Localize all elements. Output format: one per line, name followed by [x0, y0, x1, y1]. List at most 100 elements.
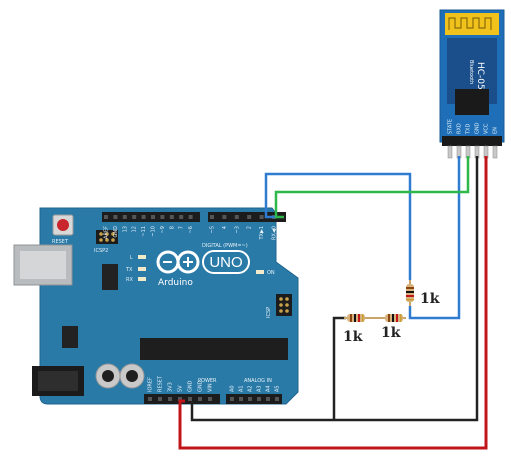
header-pin: [210, 215, 214, 219]
digital-pin-label: TX▶1: [259, 226, 265, 241]
header-pin: [234, 215, 239, 219]
module-pin-label: GND: [475, 122, 481, 134]
header-pin: [169, 215, 174, 219]
header-pin: [158, 397, 162, 401]
header-pin: [198, 397, 202, 401]
digital-pin-label: 13: [122, 226, 128, 232]
header-pin: [222, 215, 227, 219]
capacitors: [95, 363, 145, 389]
header-pin: [141, 215, 146, 219]
bt-chip: [455, 89, 489, 115]
header-pin: [168, 397, 172, 401]
digital-pin-label: ~10: [151, 226, 157, 237]
led-l-label: L: [130, 255, 133, 261]
digital-pin-label: 12: [132, 226, 138, 232]
header-pin: [247, 215, 252, 219]
icsp2-label: ICSP2: [94, 248, 108, 254]
power-pin-label: GND: [198, 380, 204, 392]
digital-pin-label: ~11: [141, 226, 147, 237]
digital-pin-label: AREF: [104, 226, 110, 239]
header-pin: [188, 397, 192, 401]
tx-wire: [264, 172, 412, 280]
divider-gnd-wire: [332, 316, 346, 420]
digital-pin-label: 2: [247, 226, 253, 229]
power-pin-label: GND: [188, 380, 194, 392]
analog-pin-label: A1: [239, 385, 245, 392]
led-tx-label: TX: [125, 267, 133, 273]
icsp2-header: [96, 230, 118, 244]
header-pin: [151, 215, 155, 219]
icsp-label: ICSP: [266, 307, 272, 318]
resistor-left: [344, 314, 368, 322]
power-pin-label: 5V: [178, 385, 184, 392]
module-pin-label: RXD: [457, 123, 463, 134]
reset-button: [52, 214, 74, 236]
analog-pin-label: A0: [230, 385, 236, 392]
digital-label: DIGITAL (PWM=~): [202, 243, 248, 249]
analog-pin-label: A2: [248, 385, 254, 392]
resistor-middle: [382, 314, 406, 322]
header-pin: [148, 397, 152, 401]
header-pin: [248, 397, 252, 401]
resistor-middle-label: 1k: [381, 325, 401, 341]
digital-pin-label: ~9: [160, 226, 166, 233]
usb-chip: [102, 264, 118, 290]
power-header: [144, 394, 220, 404]
digital-pin-label: ~5: [210, 226, 216, 233]
module-subtitle: Bluetooth: [468, 60, 474, 84]
header-pin: [275, 397, 279, 401]
analog-label: ANALOG IN: [244, 378, 272, 384]
arduino-brand-text: Arduino: [158, 278, 193, 288]
analog-pin-label: A5: [275, 385, 281, 392]
header-pin: [239, 397, 243, 401]
reset-label: RESET: [52, 239, 69, 245]
header-pin: [259, 215, 264, 219]
header-pin: [230, 397, 234, 401]
voltage-regulator: [62, 326, 78, 348]
analog-pin-label: A4: [266, 385, 272, 392]
header-pin: [208, 397, 212, 401]
arduino-logo: [156, 250, 250, 274]
module-pin-label: STATE: [448, 119, 454, 134]
header-pin: [104, 215, 108, 219]
wires: [178, 156, 488, 450]
digital-pin-label: 7: [179, 226, 185, 229]
vcc-wire: [178, 156, 488, 450]
module-pin: [447, 145, 453, 159]
digital-pin-label: GND: [113, 226, 119, 238]
analog-header: [226, 394, 282, 404]
digital-pin-label: ~3: [234, 226, 240, 233]
resistor-vertical-label: 1k: [420, 291, 440, 307]
module-pin-label: TXD: [466, 124, 472, 135]
header-pin: [188, 215, 193, 219]
power-pin-label: 3V3: [168, 382, 174, 392]
module-name: HC-05: [475, 62, 485, 90]
icsp-header: [276, 294, 292, 316]
resistor-vertical: [406, 280, 414, 306]
digital-pin-label: 4: [222, 226, 228, 229]
header-pin: [266, 397, 270, 401]
led-rx-label: RX: [126, 277, 133, 283]
module-pin-header: [442, 136, 502, 146]
header-pin: [179, 215, 184, 219]
header-pin: [160, 215, 165, 219]
atmega-microcontroller: [140, 338, 288, 360]
digital-pin-label: RX◀0: [272, 226, 278, 240]
digital-header: [102, 212, 286, 222]
module-pin: [492, 145, 498, 159]
header-pin: [132, 215, 137, 219]
power-pin-labels: IOREF RESET 3V3 5V GND GND VIN: [148, 375, 214, 392]
header-pin: [113, 215, 118, 219]
power-pin-label: VIN: [208, 383, 214, 392]
power-pin-label: RESET: [158, 375, 164, 392]
led-on-label: ON: [267, 270, 275, 276]
header-pin: [178, 397, 182, 401]
header-pin: [122, 215, 127, 219]
power-pin-label: IOREF: [148, 377, 154, 392]
uno-logo-text: UNO: [209, 254, 242, 271]
